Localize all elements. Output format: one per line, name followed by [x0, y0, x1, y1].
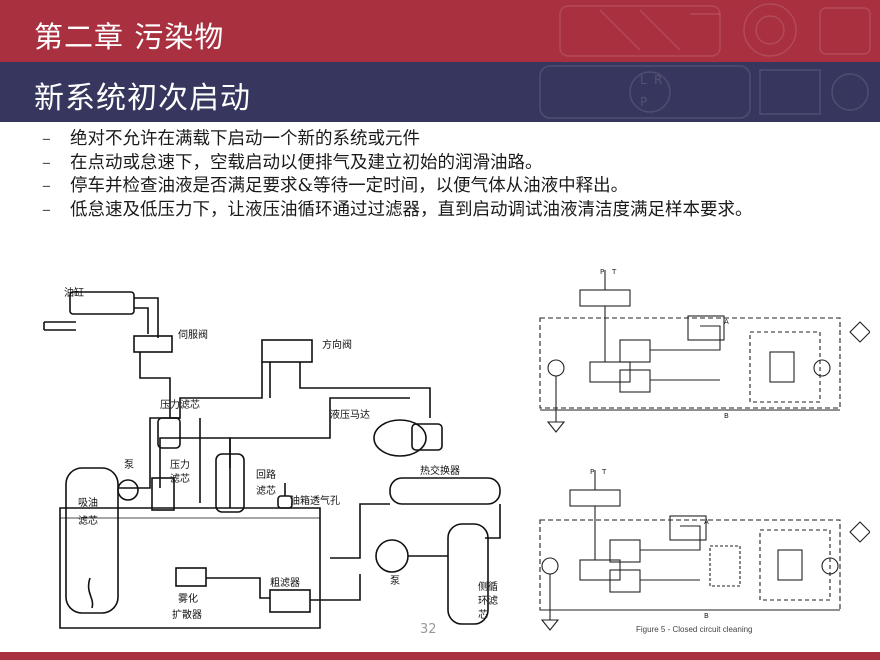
label-directional-valve: 方向阀: [322, 338, 352, 351]
label-pressure: 压力: [170, 458, 190, 471]
bullet-text: 低怠速及低压力下，让液压油循环通过过滤器，直到启动调试油液清洁度满足样本要求。: [70, 199, 753, 220]
bullet-item: –停车并检查油液是否满足要求&等待一定时间，以便气体从油液中释出。: [40, 175, 860, 198]
bullet-dash: –: [42, 152, 51, 173]
svg-text:P: P: [640, 95, 647, 109]
circuit-schematic-top: A B P T: [539, 268, 870, 433]
schematic-bottom-port-t: T: [601, 468, 607, 476]
schematic-top-port-p: P: [600, 268, 604, 276]
svg-text:L: L: [640, 73, 647, 87]
hydraulic-system-diagram: 油缸 伺服阀 方向阀 压力滤芯 液压马达 泵 压力 滤芯 回路 滤芯 热交换器 …: [43, 286, 501, 629]
chapter-title: 第二章 污染物: [34, 20, 225, 54]
label-pump-right: 泵: [390, 575, 400, 587]
label-side-loop-2: 环滤: [478, 594, 498, 607]
svg-text:R: R: [654, 73, 662, 87]
label-suction-sub: 滤芯: [78, 514, 98, 527]
schematic-top-port-a: A: [724, 318, 729, 326]
bullet-dash: –: [42, 199, 51, 220]
label-atomize: 雾化: [178, 592, 198, 605]
bullet-text: 停车并检查油液是否满足要求&等待一定时间，以便气体从油液中释出。: [70, 176, 629, 196]
header-watermark-graphic: [559, 3, 871, 57]
label-heat-exchanger: 热交换器: [420, 464, 460, 477]
figure-caption: Figure 5 - Closed circuit cleaning: [636, 625, 753, 634]
label-pump-left: 泵: [124, 459, 134, 471]
schematic-top-port-b: B: [724, 412, 729, 420]
schematic-bottom-port-p: P: [590, 468, 594, 476]
circuit-schematic-bottom: A B P T: [539, 468, 870, 631]
label-pressure-sub: 滤芯: [170, 472, 190, 485]
label-hydraulic-motor: 液压马达: [330, 408, 370, 421]
schematic-bottom-port-a: A: [704, 518, 709, 526]
section-title: 新系统初次启动: [34, 81, 251, 116]
label-coarse-filter: 粗滤器: [270, 576, 300, 589]
label-return-line: 回路: [256, 468, 276, 481]
schematic-top-port-t: T: [611, 268, 617, 276]
bullet-item: –低怠速及低压力下，让液压油循环通过过滤器，直到启动调试油液清洁度满足样本要求。: [40, 199, 860, 222]
label-servo-valve: 伺服阀: [178, 328, 208, 341]
bullet-text: 绝对不允许在满载下启动一个新的系统或元件: [70, 129, 420, 149]
bullet-text: 在点动或怠速下，空载启动以便排气及建立初始的润滑油路。: [70, 152, 543, 173]
footer-bar: [0, 652, 880, 660]
label-breather: 油箱透气孔: [290, 494, 340, 507]
label-side-loop-3: 芯: [478, 608, 488, 621]
label-pressure-filter: 压力滤芯: [160, 398, 200, 411]
schematic-bottom-port-b: B: [704, 612, 709, 620]
bullet-dash: –: [42, 176, 51, 196]
bullet-list: –绝对不允许在满载下启动一个新的系统或元件 –在点动或怠速下，空载启动以便排气及…: [40, 128, 860, 222]
bullet-item: –在点动或怠速下，空载启动以便排气及建立初始的润滑油路。: [40, 152, 860, 175]
page-number: 32: [420, 622, 437, 637]
bullet-dash: –: [42, 129, 51, 149]
label-diffuser: 扩散器: [172, 608, 202, 621]
label-side-loop-1: 侧循: [478, 580, 498, 593]
chapter-header-bar: 第二章 污染物: [0, 0, 880, 62]
label-cylinder: 油缸: [64, 286, 84, 299]
bullet-item: –绝对不允许在满载下启动一个新的系统或元件: [40, 128, 860, 151]
label-return-filter: 滤芯: [256, 484, 276, 497]
label-suction: 吸油: [78, 496, 98, 509]
